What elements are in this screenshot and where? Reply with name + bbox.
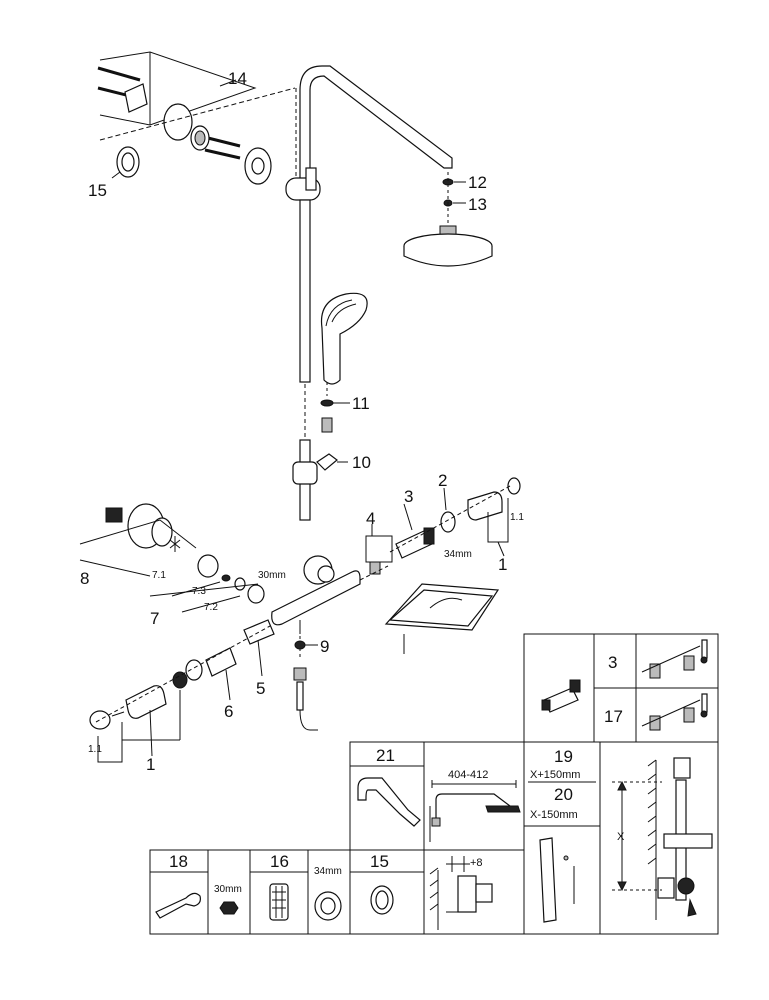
row-3-label: 3 (608, 653, 617, 672)
callout-1a: 1 (498, 555, 507, 574)
callout-15: 15 (88, 181, 107, 200)
cell-15-title: 15 (370, 852, 389, 871)
callout-4: 4 (366, 509, 375, 528)
callout-5: 5 (256, 679, 265, 698)
callout-10: 10 (352, 453, 371, 472)
cell-19-sub: X+150mm (530, 769, 580, 781)
callout-9: 9 (320, 637, 329, 656)
callout-7-2: 7.2 (204, 602, 218, 613)
rosette-offset-diagram: +8 (429, 856, 493, 930)
callout-14: 14 (228, 69, 247, 88)
cell-16-title: 16 (270, 852, 289, 871)
rail-spare-icon (539, 837, 575, 923)
callout-7: 7 (150, 609, 159, 628)
callout-1-1a: 1.1 (510, 512, 524, 523)
cell-16-size: 34mm (314, 866, 342, 877)
cell-20-title: 20 (554, 785, 573, 804)
spare-parts-table: 3 17 21 404-412 19 (149, 633, 719, 935)
wrench-icon (155, 892, 201, 919)
callout-3: 3 (404, 487, 413, 506)
mesh-filter-icon (269, 883, 289, 921)
thermostat-icon: 9 4 (271, 509, 393, 731)
callout-2: 2 (438, 471, 447, 490)
callout-13: 13 (468, 195, 487, 214)
callout-8: 8 (80, 569, 89, 588)
x-dimension-label: X (617, 831, 625, 843)
handle-left-lower: 5 6 1.1 1 (88, 619, 275, 774)
callout-34mm-a: 34mm (444, 549, 472, 560)
callout-6: 6 (224, 702, 233, 721)
cell-18-size: 30mm (214, 884, 242, 895)
hand-shower-icon (320, 292, 368, 385)
overhead-arm-spare-icon (357, 777, 421, 827)
callout-11: 11 (352, 394, 370, 413)
row-17-label: 17 (604, 707, 623, 726)
handle-left-upper: 8 7.1 7.3 7.2 7 30mm (79, 503, 286, 628)
cell-21-title: 21 (376, 746, 395, 765)
cell-21-dimension: 404-412 (448, 769, 488, 781)
wall-bracket-icon: 14 15 (88, 51, 296, 200)
cartridge-right: 3 2 34mm 1.1 1 (389, 471, 524, 574)
callout-30mm-a: 30mm (258, 570, 286, 581)
cartridge-spare-icon (541, 679, 581, 713)
height-x-diagram: X (612, 757, 713, 920)
shower-riser: 10 11 (285, 65, 453, 521)
callout-1-1b: 1.1 (88, 744, 102, 755)
cell-19-title: 19 (554, 747, 573, 766)
shower-head-icon: 12 13 (403, 172, 493, 267)
thermometer-icon (641, 639, 708, 731)
callout-7-3: 7.3 (192, 586, 206, 597)
shelf-icon (384, 583, 500, 654)
cell-20-sub: X-150mm (530, 809, 578, 821)
callout-1b: 1 (146, 755, 155, 774)
cell-18-title: 18 (169, 852, 188, 871)
cell-15-offset: +8 (470, 857, 483, 869)
callout-12: 12 (468, 173, 487, 192)
callout-7-1: 7.1 (152, 570, 166, 581)
